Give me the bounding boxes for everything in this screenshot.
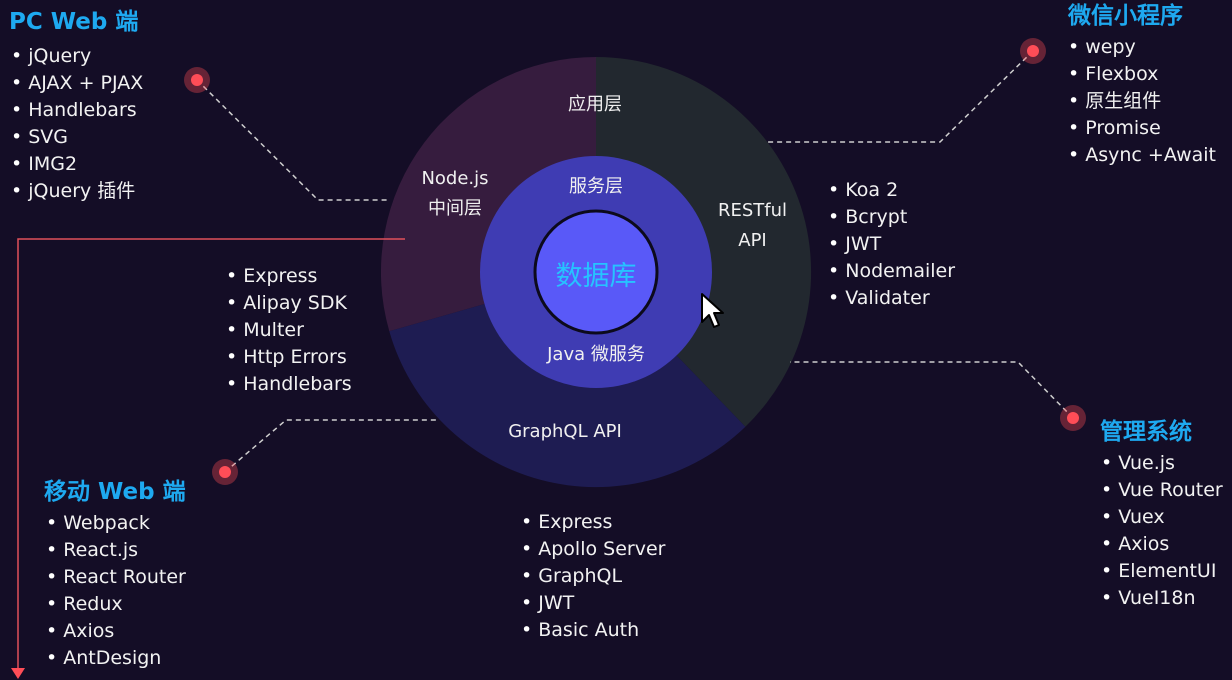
list-item: AntDesign — [46, 645, 186, 672]
rest-label-line1: RESTful — [717, 200, 788, 221]
node-label-line2: 中间层 — [428, 198, 482, 219]
list-item: Apollo Server — [521, 536, 665, 563]
list-item: Validater — [828, 285, 955, 312]
mobile-web-title: 移动 Web 端 — [44, 479, 186, 505]
service-layer-label: 服务层 — [569, 176, 623, 197]
list-item: GraphQL — [521, 563, 665, 590]
pc-web-list: jQuery AJAX + PJAX Handlebars SVG IMG2 j… — [11, 43, 143, 205]
connector-mobile-web — [224, 419, 436, 473]
arrow-head — [11, 668, 25, 679]
list-item: Nodemailer — [828, 258, 955, 285]
list-item: IMG2 — [11, 151, 143, 178]
list-item: React.js — [46, 537, 186, 564]
list-item: Handlebars — [11, 97, 143, 124]
database-label: 数据库 — [555, 261, 637, 292]
list-item: Handlebars — [226, 371, 351, 398]
arrow-line — [17, 238, 405, 672]
list-item: Express — [226, 263, 352, 290]
connector-dot-pc-web — [184, 67, 210, 93]
list-item: Basic Auth — [521, 617, 665, 644]
list-item: Express — [521, 509, 665, 536]
list-item: Vue.js — [1101, 450, 1223, 477]
list-item: Vue Router — [1101, 477, 1222, 504]
list-item: Webpack — [46, 510, 186, 537]
connector-pc-web — [196, 79, 390, 201]
list-item: jQuery — [11, 43, 143, 70]
list-item: Flexbox — [1068, 61, 1216, 88]
graphql-api-label: GraphQL API — [508, 421, 622, 442]
node-middleware-label: Node.js 中间层 — [400, 164, 510, 224]
rest-label-line2: API — [738, 230, 767, 251]
admin-list: Vue.js Vue Router Vuex Axios ElementUI V… — [1101, 450, 1223, 612]
list-item: Promise — [1068, 115, 1216, 142]
mouse-cursor-icon — [701, 293, 724, 328]
node-stack-list: Express Alipay SDK Multer Http Errors Ha… — [226, 263, 352, 398]
mobile-web-list: Webpack React.js React Router Redux Axio… — [46, 510, 186, 672]
node-label-line1: Node.js — [421, 168, 489, 189]
core-database-circle — [533, 209, 659, 335]
connector-admin — [790, 361, 1074, 419]
list-item: Http Errors — [226, 344, 352, 371]
list-item: wepy — [1068, 34, 1216, 61]
list-item: Async +Await — [1068, 142, 1216, 169]
list-item: Axios — [46, 618, 186, 645]
list-item: jQuery 插件 — [11, 178, 143, 205]
list-item: Koa 2 — [828, 177, 955, 204]
list-item: Multer — [226, 317, 352, 344]
list-item: JWT — [828, 231, 955, 258]
list-item: Axios — [1101, 531, 1223, 558]
connector-dot-admin — [1060, 405, 1086, 431]
mini-program-title: 微信小程序 — [1068, 3, 1183, 29]
admin-title: 管理系统 — [1100, 419, 1192, 445]
restful-api-label: RESTful API — [700, 196, 805, 256]
rest-stack-list: Koa 2 Bcrypt JWT Nodemailer Validater — [828, 177, 955, 312]
mini-program-list: wepy Flexbox 原生组件 Promise Async +Await — [1068, 34, 1216, 169]
java-microservice-label: Java 微服务 — [547, 344, 645, 365]
pc-web-title: PC Web 端 — [9, 9, 139, 35]
list-item: VueI18n — [1101, 585, 1223, 612]
list-item: Alipay SDK — [226, 290, 352, 317]
list-item: AJAX + PJAX — [11, 70, 143, 97]
list-item: JWT — [521, 590, 665, 617]
list-item: React Router — [46, 564, 186, 591]
application-layer-label: 应用层 — [568, 94, 622, 115]
list-item: Redux — [46, 591, 186, 618]
connector-dot-mini-program — [1020, 38, 1046, 64]
list-item: Bcrypt — [828, 204, 955, 231]
connector-mini-program — [765, 50, 1034, 143]
list-item: SVG — [11, 124, 143, 151]
graphql-stack-list: Express Apollo Server GraphQL JWT Basic … — [521, 509, 665, 644]
list-item: 原生组件 — [1068, 88, 1216, 115]
list-item: ElementUI — [1101, 558, 1223, 585]
connector-dot-mobile-web — [212, 459, 238, 485]
list-item: Vuex — [1101, 504, 1223, 531]
